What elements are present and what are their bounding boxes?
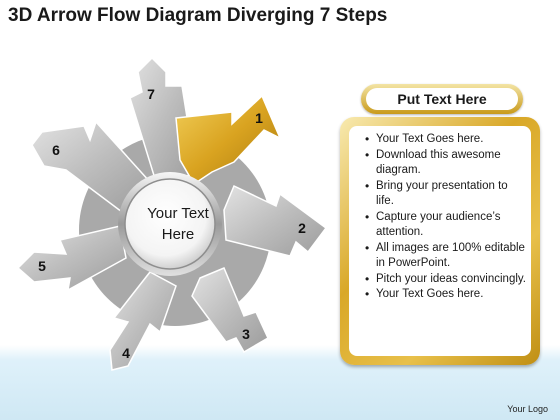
arrow-step-6 [31,120,152,214]
text-panel: Your Text Goes here. Download this aweso… [340,117,540,365]
bullet-list: Your Text Goes here. Download this aweso… [349,126,531,303]
step-number-2: 2 [298,220,306,236]
bullet-item: Pitch your ideas convincingly. [365,272,527,288]
bullet-item: Capture your audience’s attention. [365,210,527,241]
panel-header-frame: Put Text Here [361,84,523,114]
step-number-7: 7 [147,86,155,102]
step-number-5: 5 [38,258,46,274]
center-label-line-2: Here [161,226,195,243]
center-label-line-1: Your Text [147,205,209,222]
bullet-item: Bring your presentation to life. [365,179,527,210]
bullet-item: Download this awesome diagram. [365,148,527,179]
logo-placeholder: Your Logo [507,404,548,414]
bullet-item: All images are 100% editable in PowerPoi… [365,241,527,272]
page-title: 3D Arrow Flow Diagram Diverging 7 Steps [8,5,388,26]
bullet-item: Your Text Goes here. [365,132,527,148]
step-number-4: 4 [122,345,130,361]
center-label: Your Text Here [118,203,238,245]
text-panel-inner: Your Text Goes here. Download this aweso… [349,126,531,356]
step-number-1: 1 [255,110,263,126]
arrow-step-2 [223,184,328,257]
arrow-step-4 [109,271,177,371]
arrow-step-3 [191,267,269,354]
bullet-item: Your Text Goes here. [365,287,527,303]
step-number-6: 6 [52,142,60,158]
step-number-3: 3 [242,326,250,342]
panel-header: Put Text Here [366,88,518,110]
hub-center [124,178,216,270]
